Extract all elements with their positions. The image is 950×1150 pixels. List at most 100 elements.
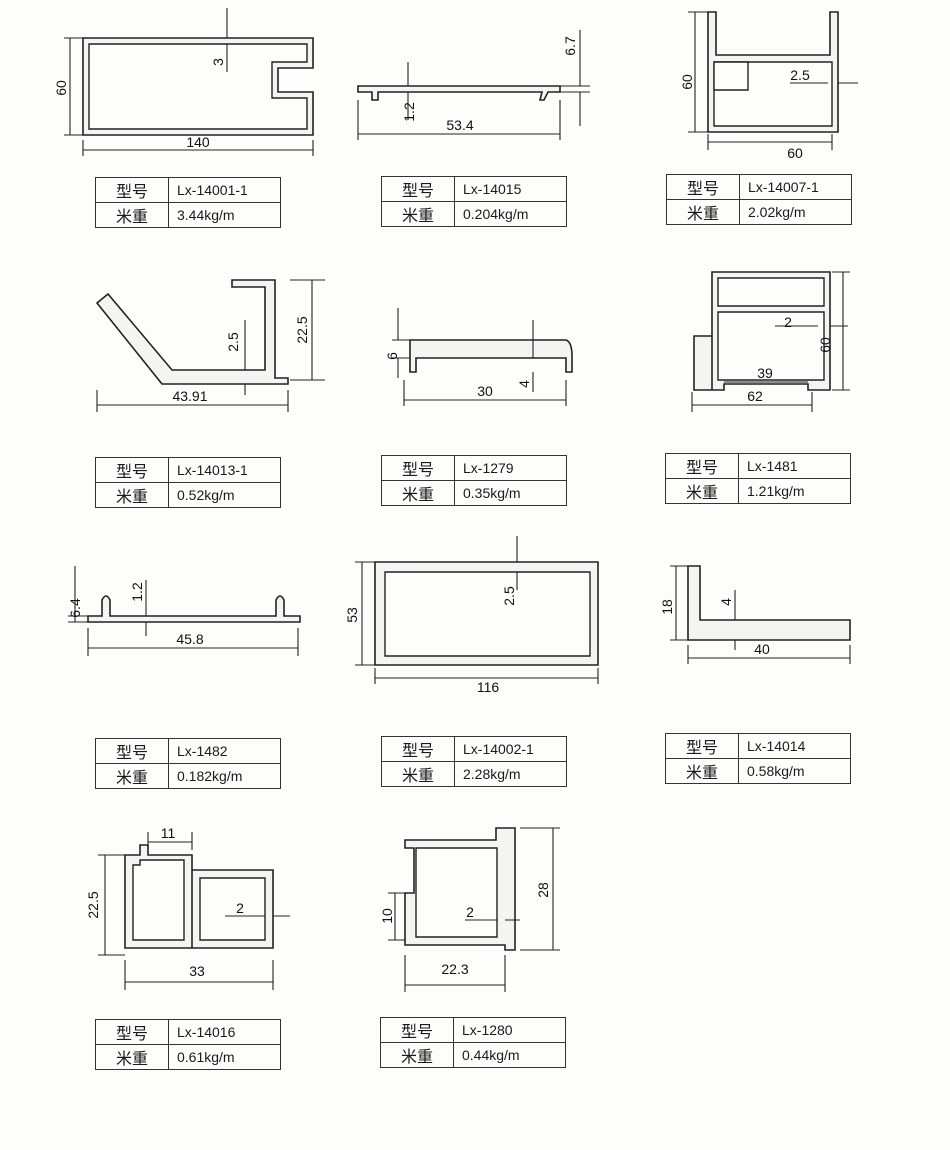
dimension-label: 2 [466,904,474,920]
dimension-label: 28 [535,882,551,898]
weight-value: 0.182kg/m [168,763,281,789]
profile-drawing-lx-14013-1: 2.5 22.5 43.91 [95,279,325,412]
weight-value: 2.28kg/m [454,761,567,787]
dimension-label: 116 [477,679,500,695]
weight-value: 0.35kg/m [454,480,567,506]
dimension-label: 60 [787,145,803,161]
model-value: Lx-14014 [738,733,851,759]
dimension-label: 3 [210,58,226,66]
dimension-label: 43.91 [172,388,207,404]
dimension-label: 30 [477,383,493,399]
dimension-label: 18 [659,599,675,615]
dimension-label: 11 [161,825,176,841]
model-value: Lx-14013-1 [168,457,281,483]
model-label: 型号 [381,736,455,762]
dimension-label: 2.5 [501,586,517,606]
model-label: 型号 [381,455,455,481]
model-label: 型号 [381,176,455,202]
dimension-label: 22.5 [294,316,310,343]
dimension-label: 6 [384,352,400,360]
dimension-label: 4 [516,380,532,388]
profile-drawing-lx-14016: 11 22.5 2 33 [85,825,290,990]
model-value: Lx-14016 [168,1019,281,1045]
profile-drawing-lx-1280: 10 2 28 22.3 [379,827,560,992]
dimension-label: 40 [754,641,770,657]
model-value: Lx-14001-1 [168,177,281,203]
dimension-label: 6.7 [562,36,578,56]
dimension-label: 1.2 [401,102,417,122]
model-label: 型号 [665,733,739,759]
dimension-label: 60 [679,74,695,90]
weight-value: 2.02kg/m [739,199,852,225]
model-value: Lx-14002-1 [454,736,567,762]
model-value: Lx-1482 [168,738,281,764]
model-label: 型号 [665,453,739,479]
profile-drawing-lx-14001-1: 60 3 140 [53,8,314,156]
weight-label: 米重 [666,199,740,225]
dimension-label: 53 [344,607,360,623]
dimension-label: 33 [189,963,205,979]
dimension-label: 10 [379,908,395,924]
dimension-label: 22.3 [441,961,468,977]
dimension-label: 60 [53,80,69,96]
weight-label: 米重 [381,480,455,506]
profile-drawing-lx-1481: 2 60 39 62 [691,271,850,412]
dimension-label: 22.5 [85,891,101,918]
dimension-label: 53.4 [446,117,473,133]
weight-value: 3.44kg/m [168,202,281,228]
profile-drawing-lx-14014: 18 4 40 [659,565,851,664]
dimension-label: 1.2 [129,582,145,602]
weight-label: 米重 [380,1042,454,1068]
dimension-label: 39 [757,365,773,381]
profile-drawing-lx-14015: 1.2 6.7 53.4 [357,30,590,140]
profile-drawing-lx-1482: 6.4 1.2 45.8 [67,566,301,656]
dimension-label: 45.8 [176,631,203,647]
weight-label: 米重 [665,478,739,504]
model-value: Lx-14015 [454,176,567,202]
dimension-label: 6.4 [67,598,83,618]
dimension-label: 2 [236,900,244,916]
model-value: Lx-1481 [738,453,851,479]
weight-value: 1.21kg/m [738,478,851,504]
model-label: 型号 [666,174,740,200]
weight-value: 0.52kg/m [168,482,281,508]
model-label: 型号 [95,177,169,203]
weight-label: 米重 [95,482,169,508]
dimension-label: 2.5 [790,67,810,83]
model-label: 型号 [380,1017,454,1043]
dimension-label: 62 [747,388,763,404]
model-value: Lx-1279 [454,455,567,481]
weight-value: 0.204kg/m [454,201,567,227]
dimension-label: 140 [186,134,210,150]
dimension-label: 4 [718,598,734,606]
model-label: 型号 [95,457,169,483]
dimension-label: 60 [817,337,833,353]
model-label: 型号 [95,1019,169,1045]
model-value: Lx-1280 [453,1017,566,1043]
dimension-label: 2.5 [225,332,241,352]
weight-label: 米重 [95,1044,169,1070]
weight-label: 米重 [95,763,169,789]
weight-label: 米重 [95,202,169,228]
weight-label: 米重 [381,201,455,227]
profile-drawing-lx-14002-1: 53 2.5 116 [344,536,599,695]
weight-value: 0.58kg/m [738,758,851,784]
weight-value: 0.44kg/m [453,1042,566,1068]
weight-value: 0.61kg/m [168,1044,281,1070]
weight-label: 米重 [665,758,739,784]
model-value: Lx-14007-1 [739,174,852,200]
model-label: 型号 [95,738,169,764]
profile-drawing-lx-14007-1: 60 2.5 60 [679,11,858,161]
